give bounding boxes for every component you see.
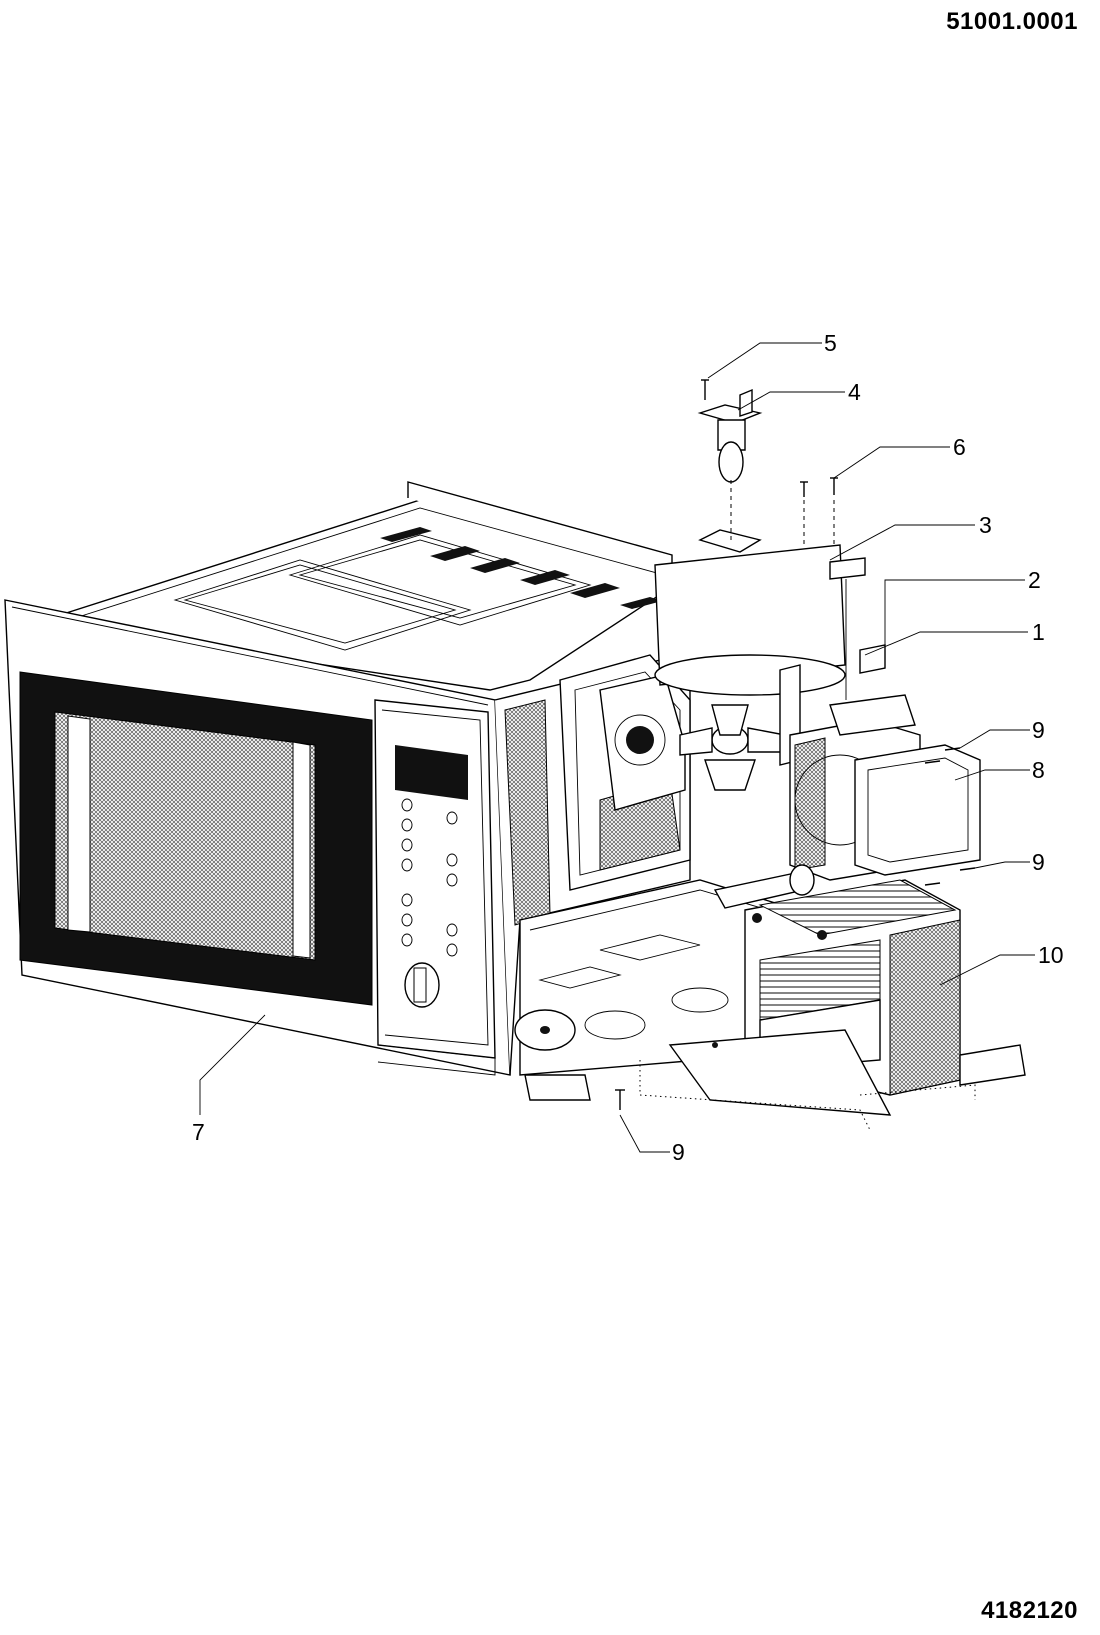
- document-code-bottom: 4182120: [981, 1597, 1078, 1624]
- callout-8: 8: [1032, 757, 1045, 783]
- callout-10: 10: [1038, 942, 1064, 968]
- callout-9-bottom: 9: [672, 1139, 685, 1165]
- callout-6: 6: [953, 434, 966, 460]
- transformer: [639, 879, 1026, 1131]
- top-vent-slots: [380, 527, 662, 609]
- fan-motor-assembly: [654, 529, 846, 791]
- callout-2: 2: [1028, 567, 1041, 593]
- base-screw: [615, 1089, 625, 1110]
- callout-7: 7: [192, 1119, 205, 1145]
- thermal-bracket: [829, 557, 886, 700]
- control-knob: [404, 962, 440, 1008]
- document-code-top: 51001.0001: [946, 8, 1078, 35]
- lamp-screw: [701, 379, 709, 400]
- callout-9-upper: 9: [1032, 717, 1045, 743]
- callout-4: 4: [848, 379, 861, 405]
- callout-leaders: [199, 342, 1035, 1153]
- callout-9-middle: 9: [1032, 849, 1045, 875]
- fan-screws: [800, 477, 838, 545]
- callout-1: 1: [1032, 619, 1045, 645]
- callout-5: 5: [824, 330, 837, 356]
- magnetron-screws: [924, 747, 976, 886]
- magnetron: [713, 694, 981, 909]
- lamp-holder: [697, 388, 763, 540]
- control-buttons: [401, 798, 458, 957]
- callout-3: 3: [979, 512, 992, 538]
